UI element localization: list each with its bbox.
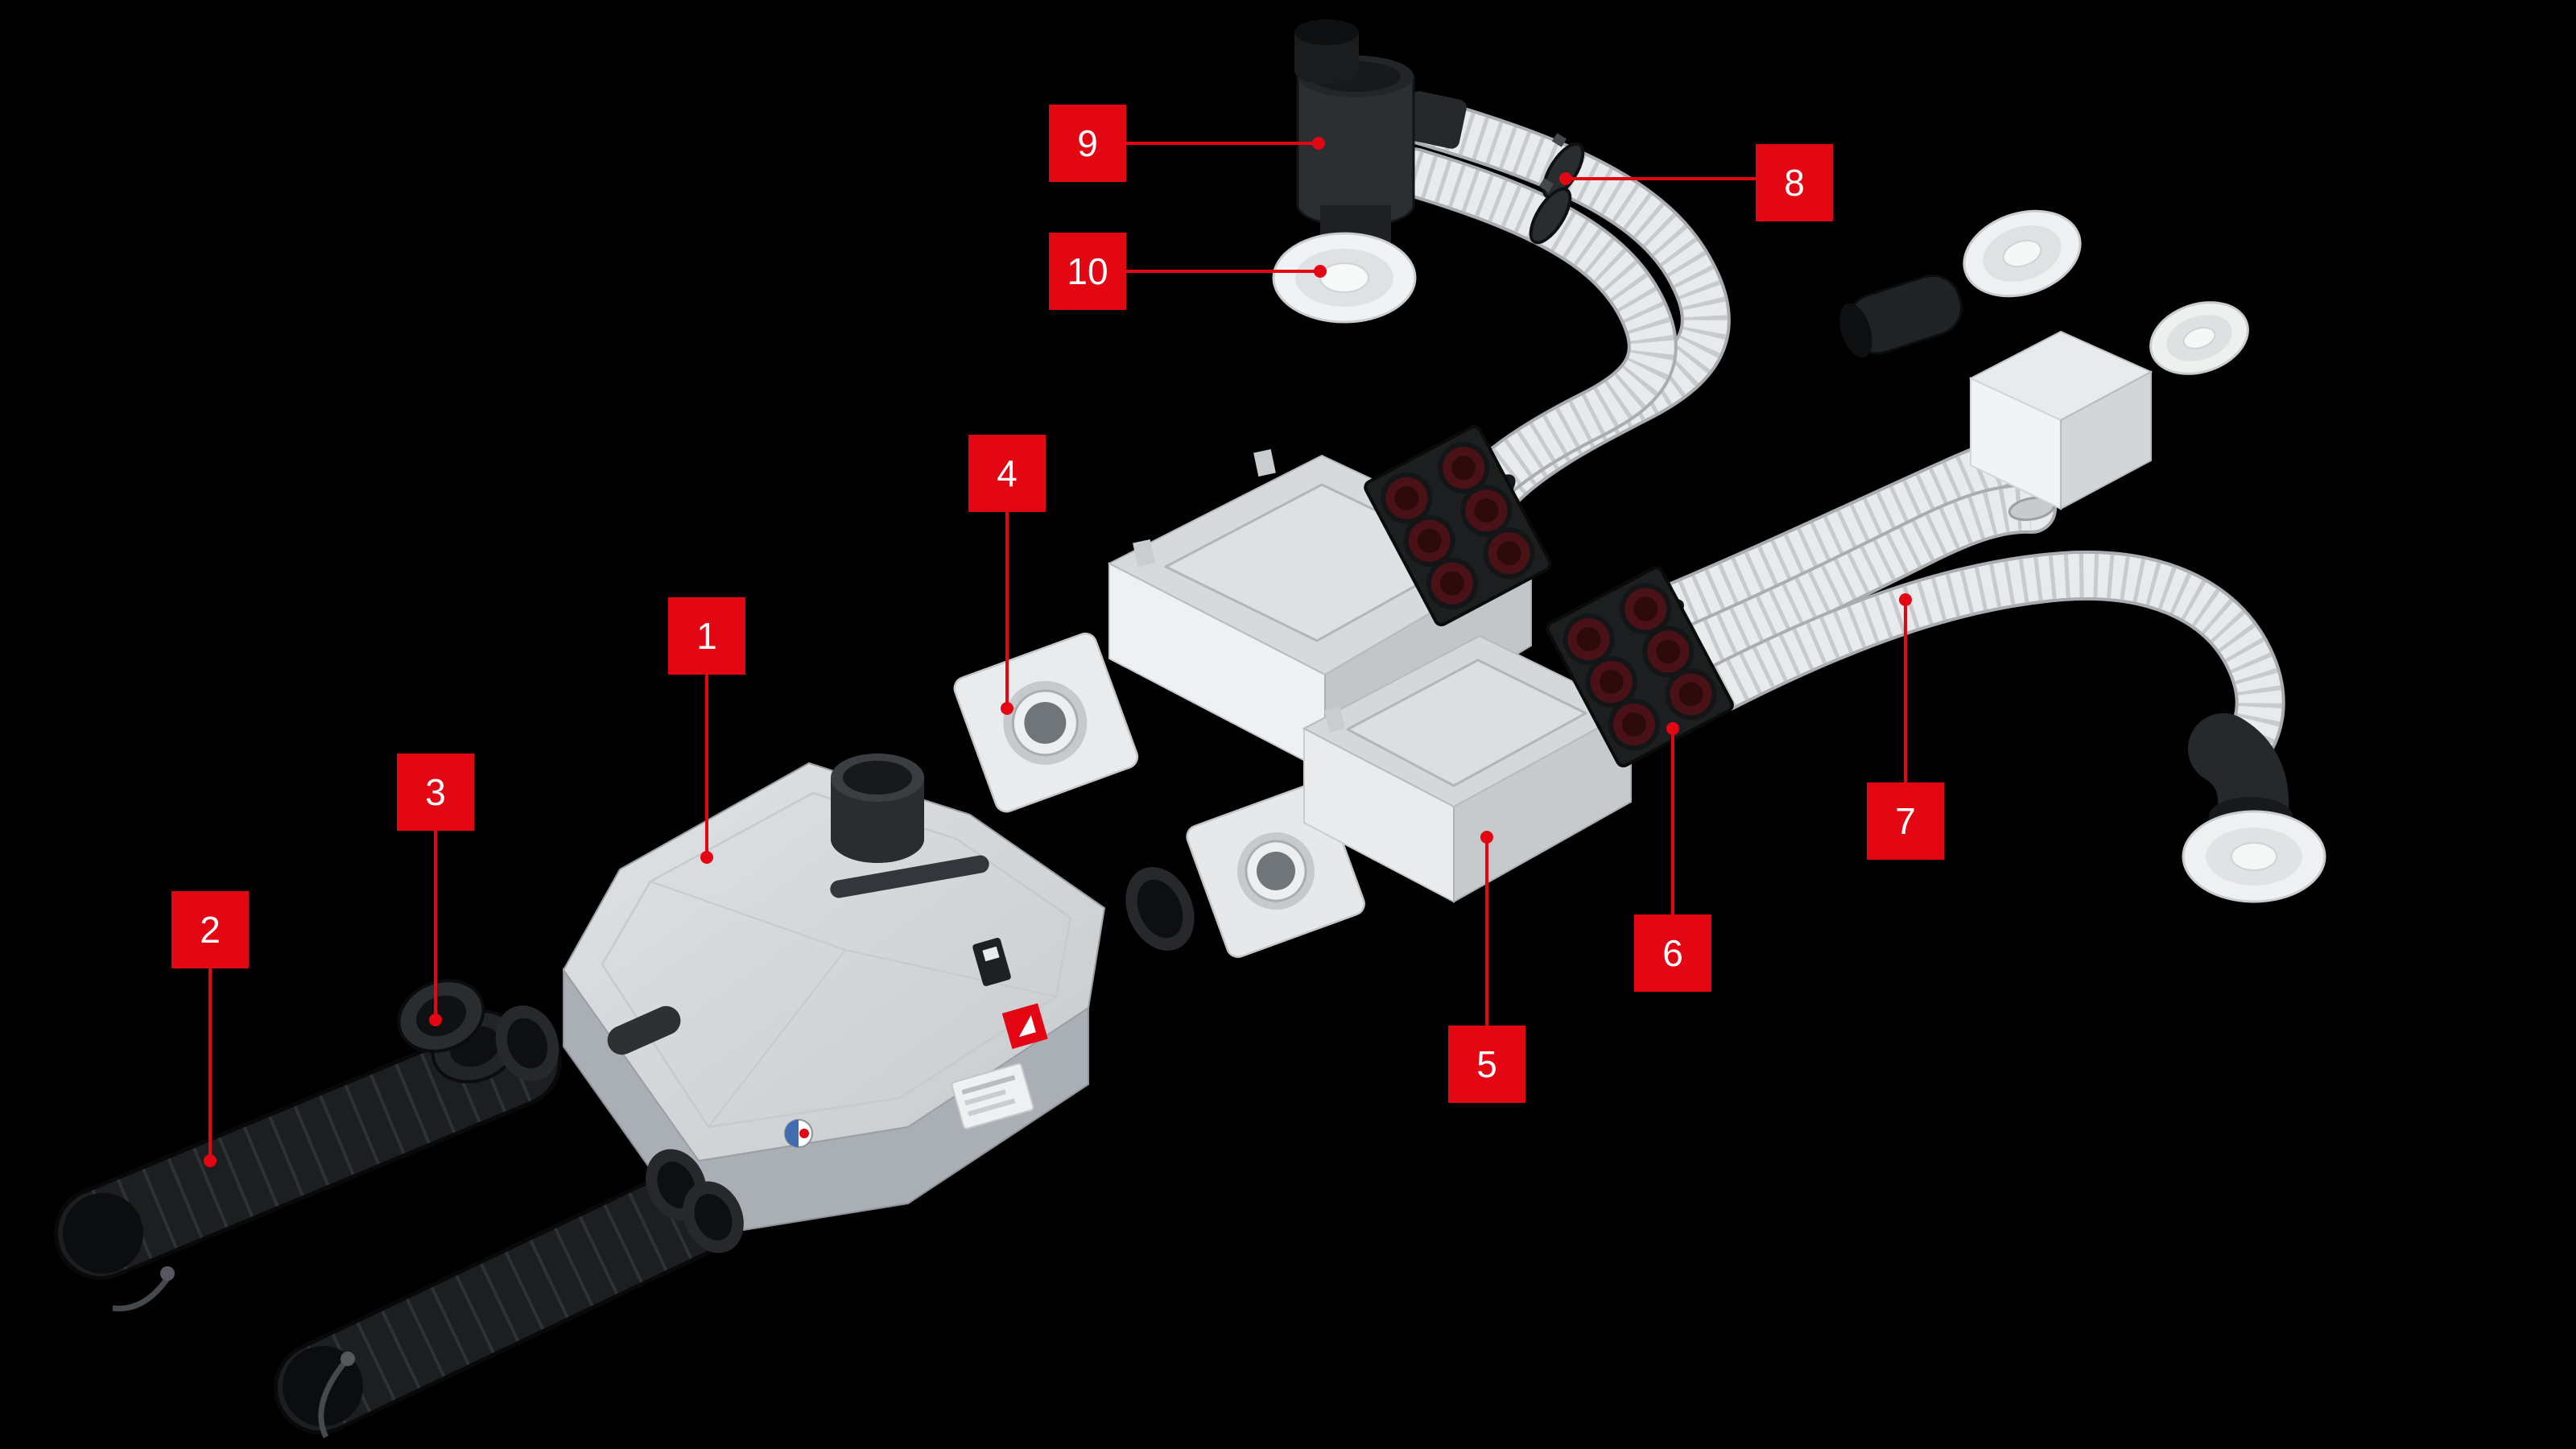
- callout-1-label: 1: [696, 615, 717, 657]
- callout-6-label: 6: [1662, 932, 1683, 974]
- callout-9: 9: [1049, 105, 1126, 182]
- callout-4-label: 4: [997, 452, 1018, 494]
- wall-grille-assembly: [1968, 330, 2153, 510]
- callout-6: 6: [1634, 914, 1711, 992]
- insulated-duct-upper: [54, 1014, 562, 1311]
- flex-coupling: [397, 979, 519, 1084]
- callout-8: 8: [1756, 144, 1833, 221]
- main-unit: [495, 753, 1195, 1253]
- callout-3: 3: [397, 753, 474, 831]
- callout-1: 1: [668, 597, 745, 675]
- callout-10: 10: [1049, 233, 1126, 310]
- callout-5-label: 5: [1476, 1043, 1497, 1085]
- callout-7-label: 7: [1895, 800, 1916, 842]
- callout-7: 7: [1867, 782, 1944, 860]
- flex-duct-run-c: [1685, 551, 2285, 788]
- valve-cap-a: [1963, 209, 2082, 298]
- ceiling-valve: [1272, 232, 1417, 324]
- callout-5: 5: [1448, 1026, 1525, 1103]
- manifold-plate-b: [1546, 566, 1734, 768]
- distribution-box-b: [1302, 634, 1633, 903]
- valve-cap-b: [2149, 301, 2249, 375]
- roof-plenum: [1294, 19, 1467, 254]
- port-plate-a: [953, 632, 1139, 813]
- elbow-and-valve: [2182, 713, 2326, 903]
- callout-2: 2: [171, 891, 249, 968]
- duct-clamps: [1529, 133, 1585, 245]
- callout-9-label: 9: [1077, 122, 1098, 164]
- insulated-duct-lower: [274, 1161, 745, 1439]
- callout-8-label: 8: [1784, 162, 1805, 204]
- callout-10-label: 10: [1067, 250, 1108, 292]
- callout-leader-lines: [204, 137, 1912, 1167]
- insulated-sleeve: [1839, 274, 1963, 358]
- callout-4: 4: [968, 435, 1046, 512]
- callout-3-label: 3: [425, 771, 446, 813]
- callout-2-label: 2: [200, 909, 221, 951]
- manifold-plate-a: [1364, 424, 1552, 627]
